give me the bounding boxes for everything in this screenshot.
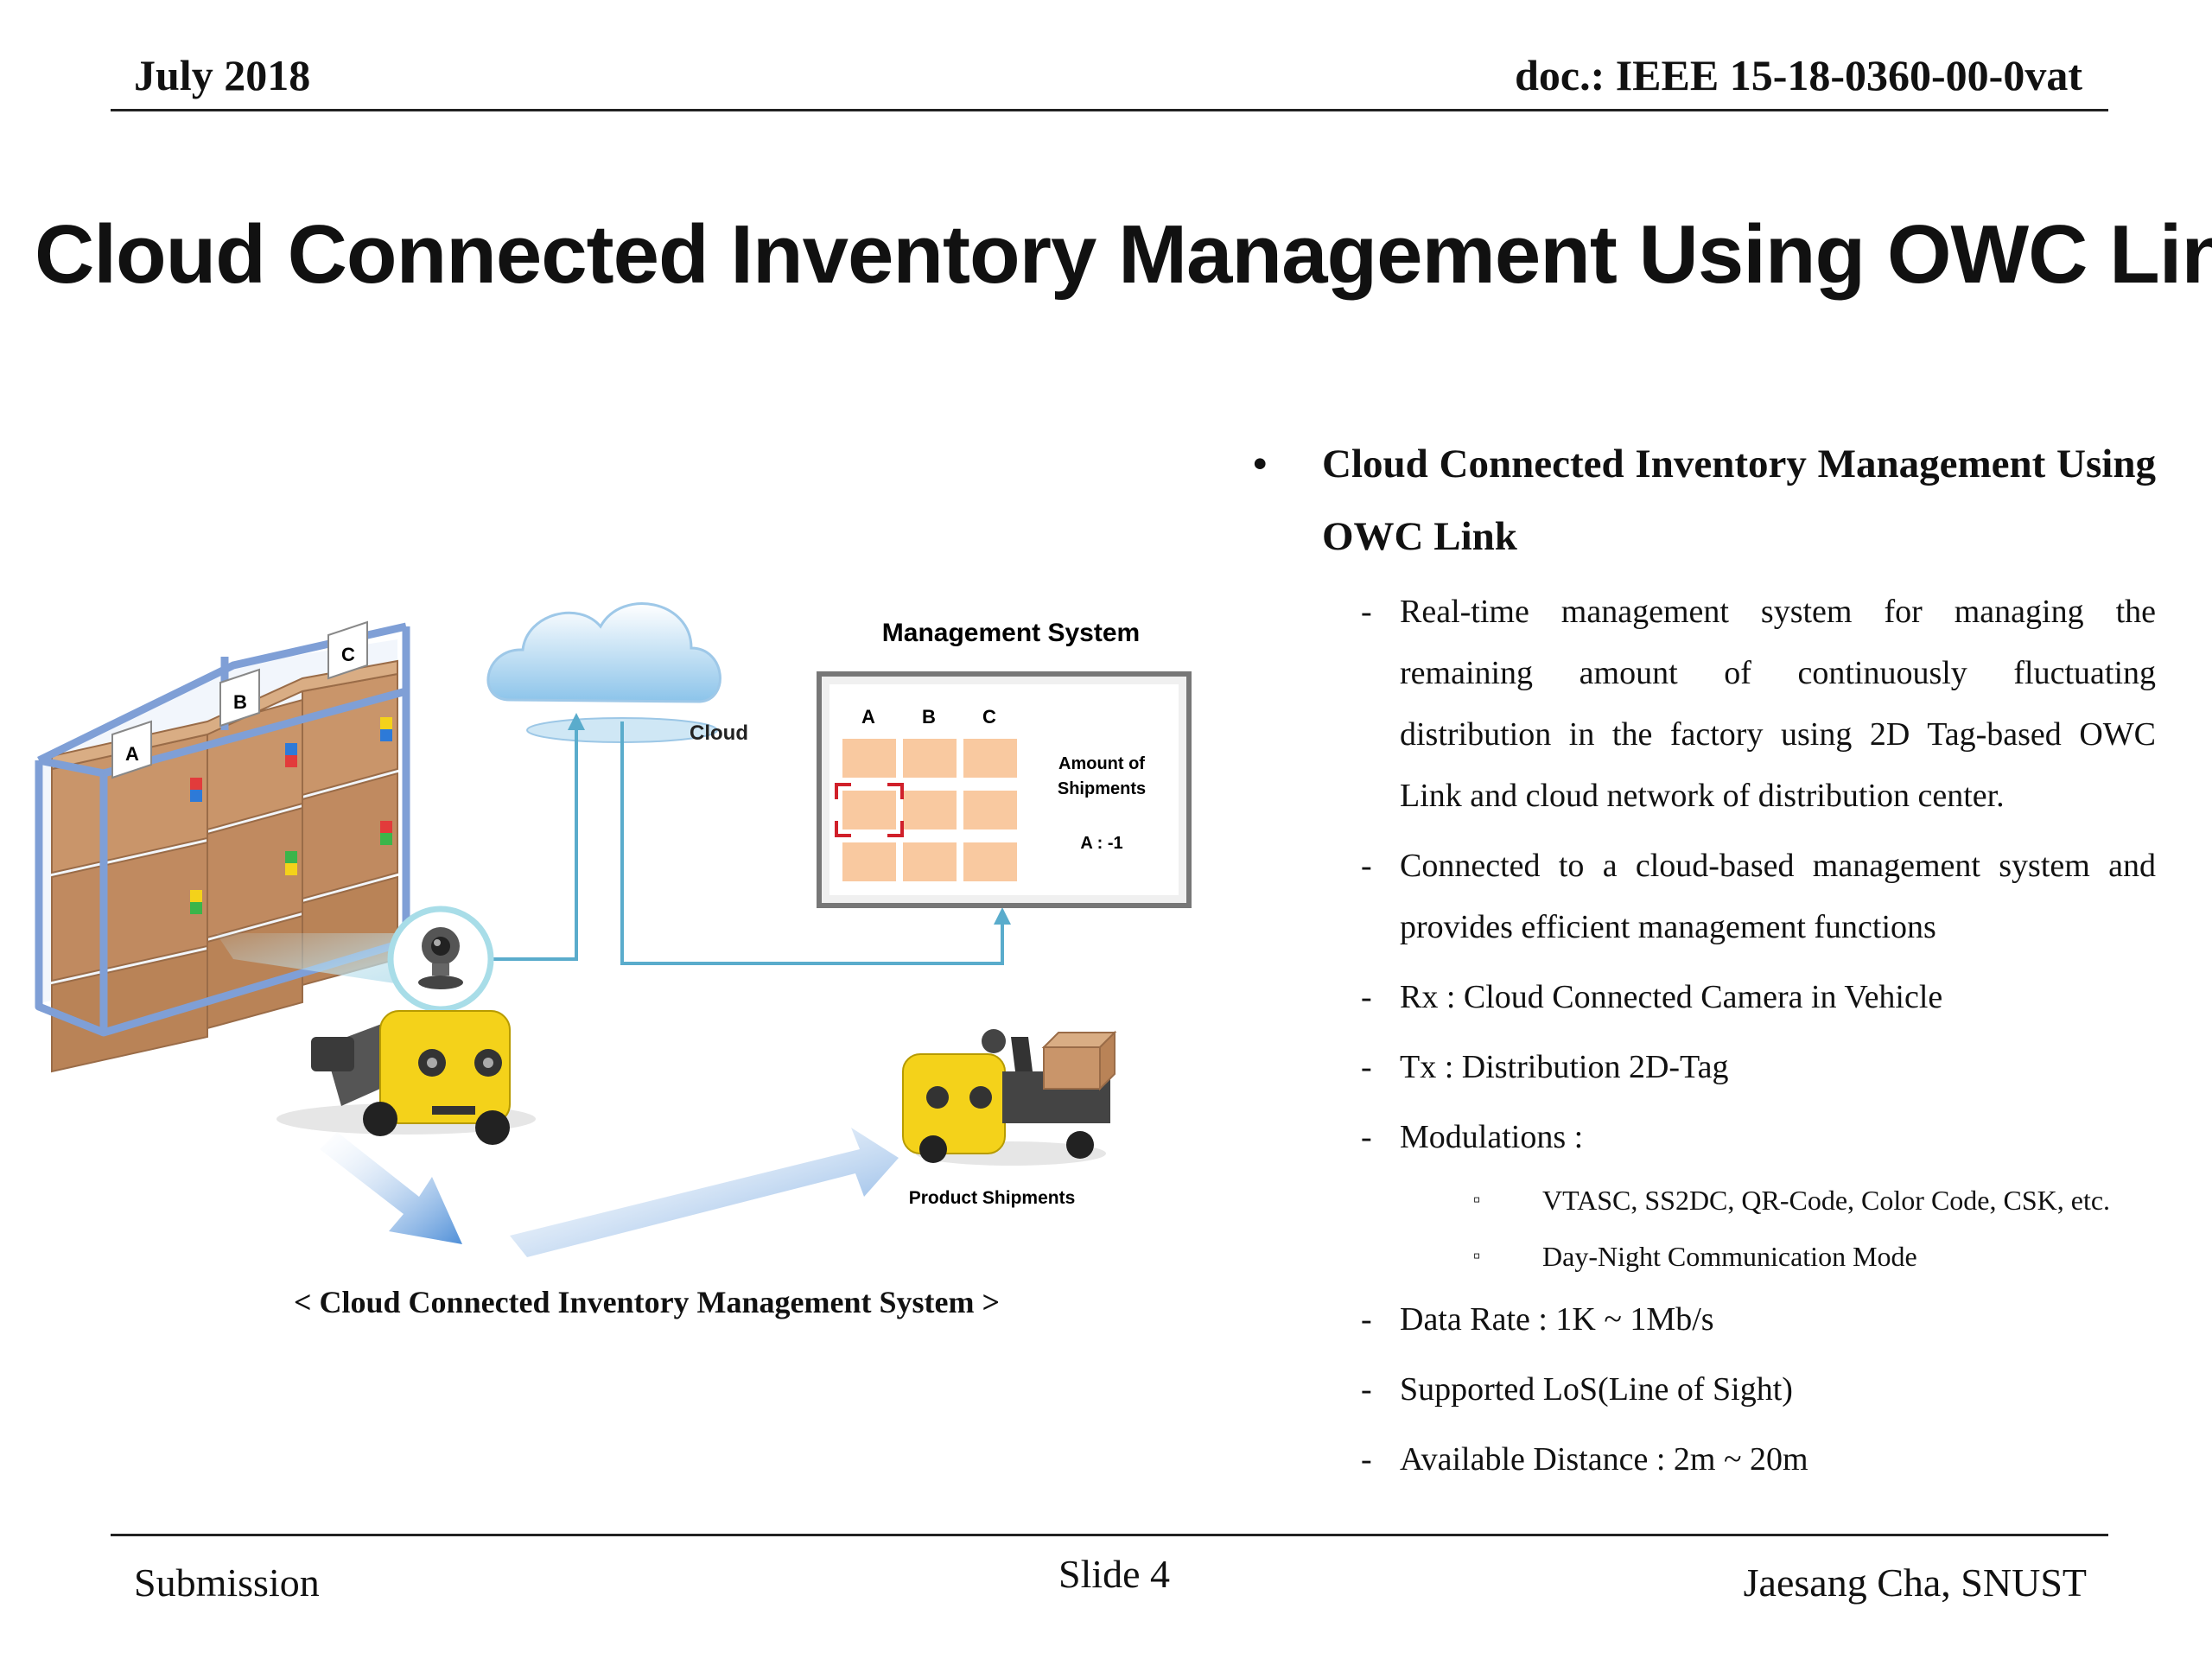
color-2d-tags	[190, 717, 392, 914]
sub-bullet-text: Modulations :	[1400, 1119, 1584, 1155]
footer-submission: Submission	[134, 1560, 320, 1605]
camera-beam	[216, 933, 406, 985]
slide-title: Cloud Connected Inventory Management Usi…	[35, 208, 2212, 301]
header-doc-id: doc.: IEEE 15-18-0360-00-0vat	[1515, 51, 2082, 99]
product-shipment-vehicle	[902, 1029, 1117, 1166]
modulation-text: VTASC, SS2DC, QR-Code, Color Code, CSK, …	[1542, 1185, 2111, 1216]
flow-arrow-up	[510, 1128, 899, 1257]
arrowhead-up-management	[994, 907, 1011, 925]
shelf-label-c: C	[341, 644, 355, 665]
shelf-label-a: A	[125, 743, 139, 765]
management-title: Management System	[882, 619, 1140, 647]
management-system-panel: Management System A B C Amount of Shipme…	[817, 619, 1192, 908]
shipment-grid	[842, 739, 1017, 881]
sub-bullet: -Tx : Distribution 2D-Tag	[1361, 1049, 1729, 1085]
sub-bullet: -Data Rate : 1K ~ 1Mb/s	[1361, 1301, 1714, 1338]
modulation-text: Day-Night Communication Mode	[1542, 1241, 1917, 1272]
management-column-b: B	[922, 706, 936, 728]
sub-bullet: -Available Distance : 2m ~ 20m	[1361, 1441, 1808, 1478]
sub-bullet-text: Rx : Cloud Connected Camera in Vehicle	[1400, 979, 1943, 1015]
sub-bullet: -Connected to a cloud-based management s…	[1361, 848, 2156, 945]
shelf-rack: A B C	[35, 620, 410, 1073]
webcam-icon	[387, 906, 494, 1013]
management-column-a: A	[861, 706, 875, 728]
vehicle-with-camera	[276, 1010, 536, 1145]
product-shipments-label: Product Shipments	[909, 1188, 1076, 1208]
modulation-item: ▫VTASC, SS2DC, QR-Code, Color Code, CSK,…	[1473, 1185, 2111, 1216]
sub-bullet-text: Connected to a cloud-based management sy…	[1400, 848, 2156, 945]
main-bullet: • Cloud Connected Inventory Management U…	[1253, 428, 2156, 573]
sub-bullet: -Modulations :	[1361, 1119, 1584, 1155]
sub-bullet-text: Supported LoS(Line of Sight)	[1400, 1371, 1793, 1408]
sub-bullet-text: Tx : Distribution 2D-Tag	[1400, 1049, 1729, 1085]
sub-bullet-text: Data Rate : 1K ~ 1Mb/s	[1400, 1301, 1714, 1338]
footer-slide-number: Slide 4	[1058, 1552, 1171, 1596]
modulation-item: ▫Day-Night Communication Mode	[1473, 1241, 1917, 1272]
amount-value: A : -1	[1080, 834, 1122, 853]
shelf-label-b: B	[233, 691, 247, 713]
inventory-diagram: A B C Cloud Management System A B C	[35, 602, 1192, 1257]
diagram-caption: < Cloud Connected Inventory Management S…	[294, 1285, 1000, 1319]
bullet-dot: •	[1253, 442, 1268, 486]
header-rule	[111, 109, 2108, 111]
arrowhead-up-cloud	[568, 713, 585, 730]
selection-brackets	[835, 783, 904, 837]
main-bullet-heading: Cloud Connected Inventory Management Usi…	[1322, 442, 2156, 559]
amount-label-line2: Shipments	[1058, 779, 1146, 798]
sub-bullet-text: Available Distance : 2m ~ 20m	[1400, 1441, 1808, 1478]
sub-bullet-text: Real-time management system for managing…	[1400, 594, 2156, 814]
amount-label-line1: Amount of	[1058, 754, 1145, 773]
header-date: July 2018	[134, 51, 311, 99]
cloud-icon: Cloud	[486, 602, 748, 745]
shelf-label-cards: A B C	[111, 620, 368, 779]
sub-bullet: -Rx : Cloud Connected Camera in Vehicle	[1361, 979, 1943, 1015]
bullet-list: • Cloud Connected Inventory Management U…	[1253, 428, 2156, 1491]
sub-bullet: -Real-time management system for managin…	[1361, 594, 2156, 814]
connection-lines	[488, 721, 1004, 965]
cloud-label: Cloud	[690, 721, 748, 745]
footer-author: Jaesang Cha, SNUST	[1743, 1560, 2087, 1605]
flow-arrow-down	[320, 1132, 462, 1244]
footer-rule	[111, 1534, 2108, 1536]
sub-bullet: -Supported LoS(Line of Sight)	[1361, 1371, 1793, 1408]
management-column-c: C	[982, 706, 996, 728]
